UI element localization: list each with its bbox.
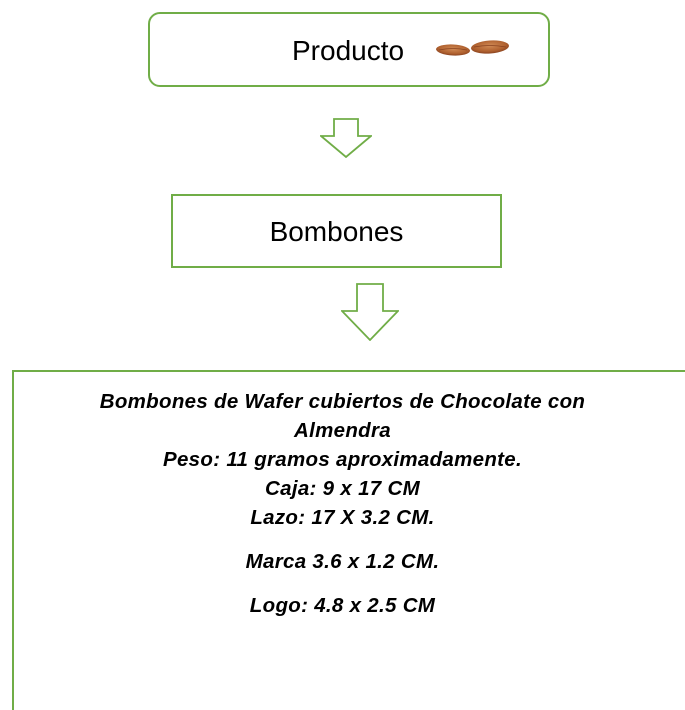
product-box: Producto	[148, 12, 550, 87]
category-label: Bombones	[269, 216, 404, 247]
details-box	[12, 370, 685, 710]
details-line-box-size: Caja: 9 x 17 CM	[265, 477, 420, 500]
almonds-icon	[436, 40, 509, 56]
product-details: Bombones de Wafer cubiertos de Chocolate…	[0, 387, 685, 620]
details-line-logo-size: Logo: 4.8 x 2.5 CM	[249, 594, 436, 617]
details-line-description: Bombones de Wafer cubiertos de Chocolate…	[99, 390, 586, 413]
details-line-weight: Peso: 11 gramos aproximadamente.	[163, 448, 522, 471]
details-line-brand-size: Marca 3.6 x 1.2 CM.	[245, 550, 440, 573]
product-label: Producto	[292, 35, 405, 66]
details-line-ribbon-size: Lazo: 17 X 3.2 CM.	[250, 506, 435, 529]
details-line-description-cont: Almendra	[294, 419, 391, 442]
down-arrow-icon	[341, 283, 399, 341]
category-box: Bombones	[171, 194, 502, 268]
down-arrow-icon	[320, 118, 372, 158]
